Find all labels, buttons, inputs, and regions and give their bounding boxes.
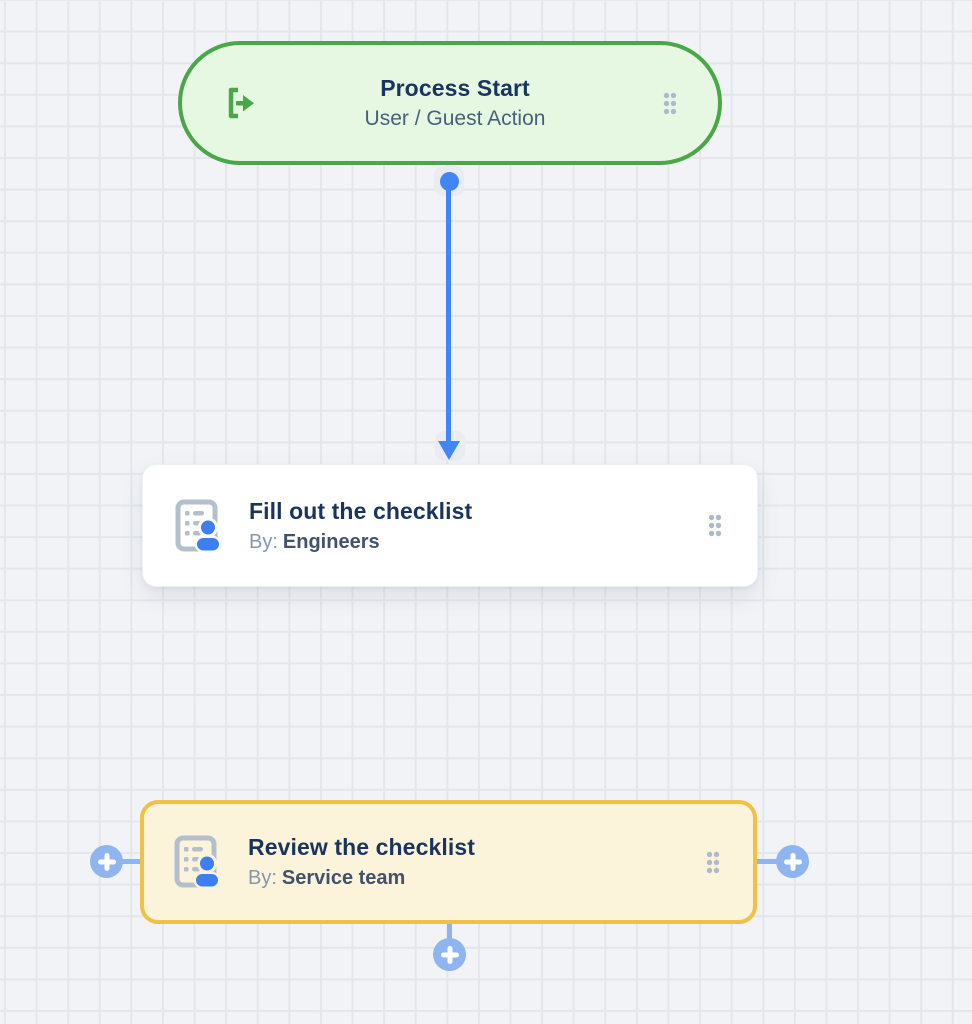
by-label: By:	[248, 867, 277, 889]
node-text-block: Process Start User / Guest Action	[266, 73, 644, 133]
node-text-block: Fill out the checklist By:Engineers	[249, 496, 689, 556]
node-text-block: Review the checklist By:Service team	[248, 832, 687, 892]
node-review-checklist[interactable]: Review the checklist By:Service team	[140, 800, 757, 924]
add-step-bottom-button[interactable]	[433, 938, 466, 971]
by-label: By:	[249, 530, 278, 553]
assignee-row: By:Engineers	[249, 529, 689, 556]
plus-stub-bottom	[447, 918, 452, 942]
connector-arrowhead-icon	[438, 441, 460, 460]
drag-handle-icon[interactable]	[707, 513, 723, 538]
node-title: Review the checklist	[248, 834, 475, 860]
drag-handle-icon[interactable]	[662, 91, 678, 116]
add-step-left-button[interactable]	[90, 845, 123, 878]
assignee-name: Engineers	[282, 530, 380, 553]
assignee-row: By:Service team	[248, 865, 687, 892]
connector-source-port[interactable]	[440, 172, 459, 191]
plus-stub-left	[118, 859, 142, 864]
plus-stub-right	[754, 859, 778, 864]
connector-line	[446, 181, 451, 443]
assignee-name: Service team	[281, 867, 406, 889]
node-title: Process Start	[380, 75, 530, 101]
node-fill-checklist[interactable]: Fill out the checklist By:Engineers	[142, 464, 758, 587]
node-subtitle: User / Guest Action	[364, 107, 546, 130]
user-task-icon	[174, 835, 220, 889]
user-task-icon	[175, 499, 221, 553]
node-process-start[interactable]: Process Start User / Guest Action	[178, 41, 722, 165]
node-title: Fill out the checklist	[249, 497, 473, 524]
add-step-right-button[interactable]	[776, 845, 809, 878]
drag-handle-icon[interactable]	[705, 850, 721, 875]
login-arrow-icon	[226, 86, 256, 120]
